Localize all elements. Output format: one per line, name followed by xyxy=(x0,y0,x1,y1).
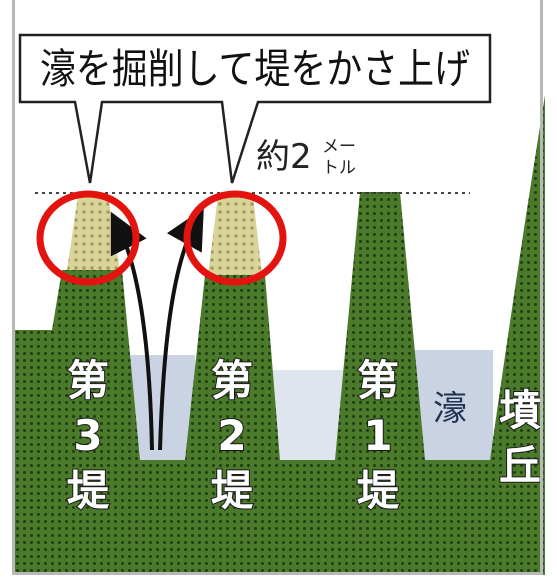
callout-bubble xyxy=(18,33,492,184)
callout-title: 濠を掘削して堤をかさ上げ xyxy=(40,45,470,93)
label-mound-char-2: 丘 xyxy=(499,441,541,490)
label-dike-2-char-2: 2 xyxy=(217,411,246,460)
height-annotation-unit-top: メー xyxy=(322,137,356,157)
label-dike-1-char-2: 1 xyxy=(363,411,392,460)
label-mound-char-1: 墳 xyxy=(499,386,541,435)
label-dike-3-char-2: 3 xyxy=(73,411,102,460)
excavation-arrow-left xyxy=(110,211,154,451)
label-dike-2-char-3: 堤 xyxy=(211,466,254,515)
highlight-circle-dike-3 xyxy=(36,190,140,286)
ground-profile xyxy=(14,95,545,575)
raised-crown-dike-3 xyxy=(67,196,120,270)
height-annotation: 約2 xyxy=(256,137,312,177)
label-dike-3-char-1: 第 xyxy=(67,356,109,405)
label-dike-1-char-1: 第 xyxy=(357,356,399,405)
label-moat: 濠 xyxy=(433,389,467,429)
height-annotation-unit-bottom: トル xyxy=(322,158,356,178)
raised-crown-dike-2 xyxy=(208,196,262,275)
label-dike-1-char-3: 堤 xyxy=(357,466,400,515)
label-dike-3-char-3: 堤 xyxy=(67,466,110,515)
label-dike-2-char-1: 第 xyxy=(211,356,253,405)
highlight-circle-dike-2 xyxy=(183,190,287,286)
